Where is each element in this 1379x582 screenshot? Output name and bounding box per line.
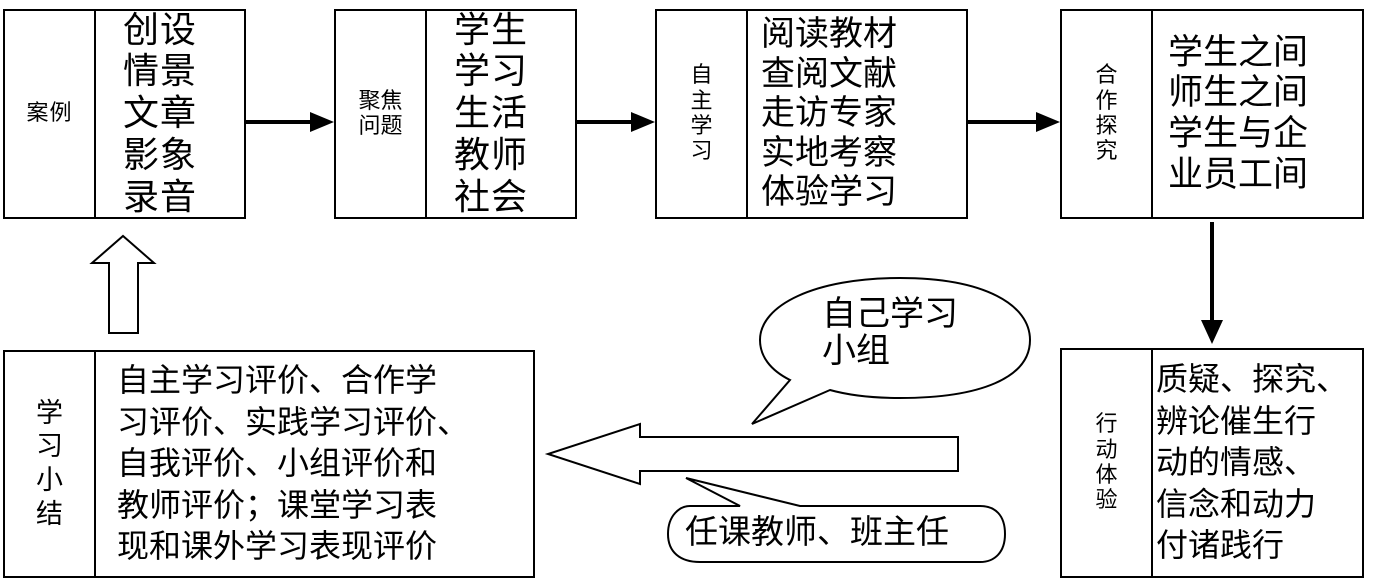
callout-teachers: 任课教师、班主任 — [685, 512, 949, 551]
hollow-arrow-left — [544, 422, 959, 486]
box-case-label: 案例 — [26, 100, 73, 126]
box-self-study-content: 阅读教材 查阅文献 走访专家 实地考察 体验学习 — [761, 14, 897, 213]
arrow-case-to-focus — [245, 112, 334, 132]
box-action: 行动体验 质疑、探究、 辨论催生行 动的情感、 信念和动力 付诸践行 — [1060, 348, 1364, 578]
box-cooperate-content: 学生之间 师生之间 学生与企 业员工间 — [1168, 32, 1309, 195]
bubble-teachers — [666, 477, 1007, 563]
box-action-label: 行动体验 — [1062, 350, 1151, 576]
box-summary: 学习小结 自主学习评价、合作学 习评价、实践学习评价、 自我评价、小组评价和 教… — [3, 350, 535, 578]
box-case: 案例 创设 情景 文章 影象 录音 — [3, 9, 246, 219]
box-case-content: 创设 情景 文章 影象 录音 — [123, 9, 198, 218]
box-focus: 聚焦问题 学生 学习 生活 教师 社会 — [334, 9, 577, 219]
box-action-label-text: 行动体验 — [1095, 412, 1118, 514]
box-self-study-label-text: 自主学习 — [690, 63, 713, 165]
box-cooperate-label: 合作探究 — [1062, 11, 1151, 217]
box-focus-label: 聚焦问题 — [336, 11, 425, 217]
box-focus-content: 学生 学习 生活 教师 社会 — [454, 9, 529, 218]
hollow-arrow-up — [89, 234, 157, 334]
box-self-study: 自主学习 阅读教材 查阅文献 走访专家 实地考察 体验学习 — [655, 9, 968, 219]
box-cooperate: 合作探究 学生之间 师生之间 学生与企 业员工间 — [1060, 9, 1364, 219]
box-focus-label-text: 聚焦问题 — [358, 88, 403, 139]
bubble-self-group — [751, 276, 1032, 425]
arrow-cooperate-to-action — [1201, 222, 1223, 344]
box-summary-label: 学习小结 — [5, 352, 94, 576]
box-cooperate-label-text: 合作探究 — [1095, 63, 1118, 165]
callout-self-group: 自己学习 小组 — [822, 294, 958, 372]
box-action-content: 质疑、探究、 辨论催生行 动的情感、 信念和动力 付诸践行 — [1156, 360, 1349, 565]
arrow-selfstudy-to-cooperate — [968, 112, 1060, 132]
box-summary-content: 自主学习评价、合作学 习评价、实践学习评价、 自我评价、小组评价和 教师评价；课… — [117, 361, 470, 566]
arrow-focus-to-selfstudy — [577, 112, 655, 132]
box-self-study-label: 自主学习 — [657, 11, 746, 217]
box-summary-label-text: 学习小结 — [36, 397, 63, 530]
